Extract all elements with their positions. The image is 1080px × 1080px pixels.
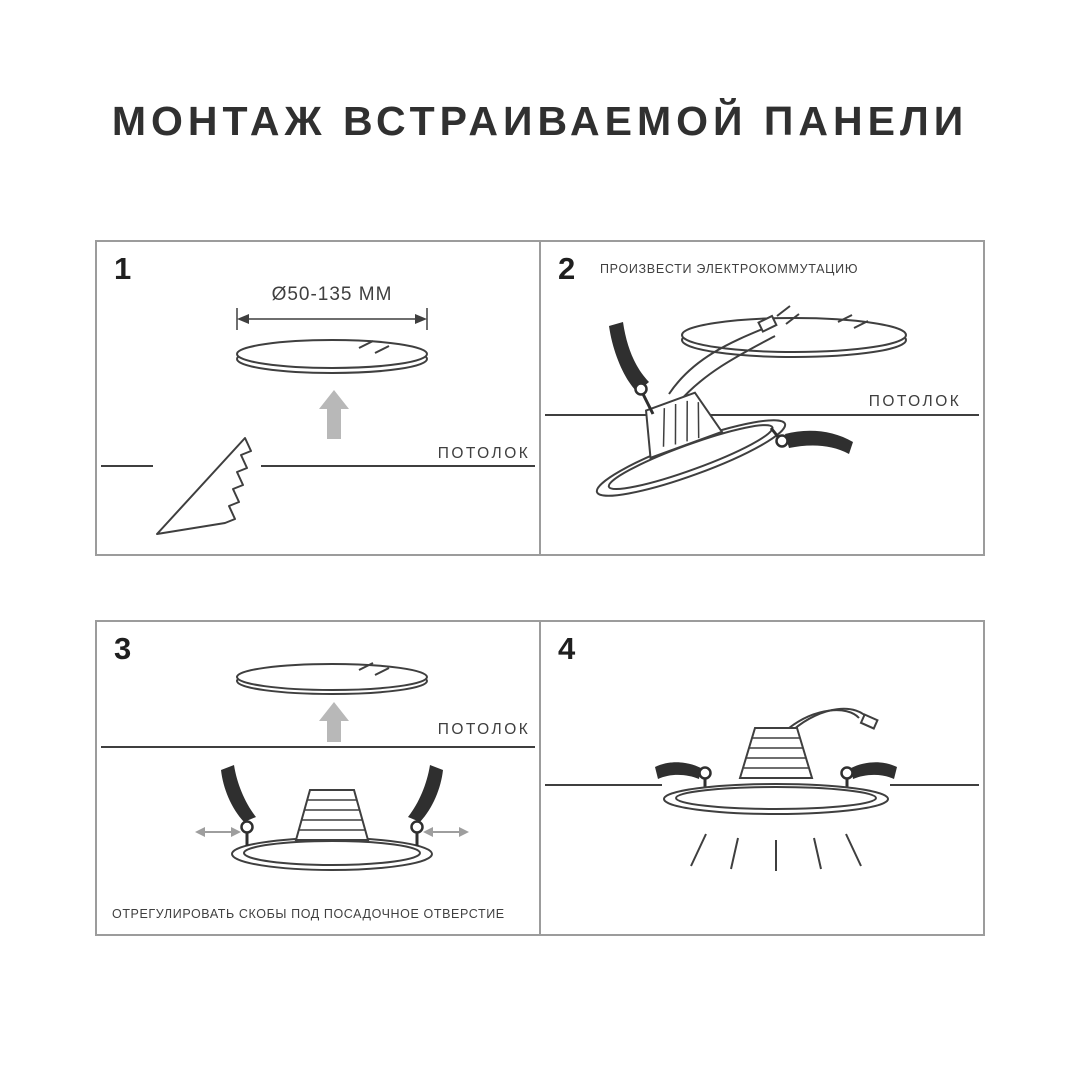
diameter-dimension-label: Ø50-135 ММ <box>272 284 393 305</box>
step-1-number: 1 <box>114 251 132 286</box>
step-4-number: 4 <box>558 631 576 666</box>
spring-clip-right <box>769 427 853 454</box>
step-2-panel: 2 ПРОИЗВЕСТИ ЭЛЕКТРОКОММУТАЦИЮ ПОТОЛОК <box>539 240 985 556</box>
mounted-panel-top <box>681 314 907 358</box>
dimension-arrow <box>236 308 428 330</box>
flush-panel-flange <box>663 783 889 815</box>
spring-clip-left <box>221 765 256 846</box>
step-2-number: 2 <box>558 251 576 286</box>
led-panel-disc <box>236 662 428 695</box>
spring-clip-right <box>408 765 443 846</box>
wire-connector <box>757 314 778 333</box>
step-4-illustration <box>545 707 979 871</box>
wires <box>668 305 800 403</box>
up-arrow-icon <box>319 702 349 742</box>
light-rays <box>690 833 862 871</box>
spring-clip-left <box>655 762 712 788</box>
tilted-led-panel <box>595 391 787 497</box>
ceiling-label: ПОТОЛОК <box>438 721 531 738</box>
wire-connector <box>859 713 879 730</box>
driver-box <box>738 727 814 779</box>
step-3-caption: ОТРЕГУЛИРОВАТЬ СКОБЫ ПОД ПОСАДОЧНОЕ ОТВЕ… <box>112 907 505 921</box>
step-3-illustration: ПОТОЛОК <box>101 662 535 871</box>
spring-clip-left <box>609 322 655 415</box>
led-panel-disc <box>236 339 428 374</box>
step-2-caption: ПРОИЗВЕСТИ ЭЛЕКТРОКОММУТАЦИЮ <box>600 262 859 276</box>
step-1-illustration: Ø50-135 ММ ПОТОЛОК <box>101 284 535 535</box>
ceiling-label: ПОТОЛОК <box>869 393 962 410</box>
ceiling-label: ПОТОЛОК <box>438 445 531 462</box>
step-2-illustration: ПОТОЛОК <box>545 305 979 497</box>
wires <box>788 707 879 731</box>
page-title: МОНТАЖ ВСТРАИВАЕМОЙ ПАНЕЛИ <box>111 98 969 144</box>
adjust-arrow-left <box>195 827 241 837</box>
adjust-arrow-right <box>423 827 469 837</box>
step-3-number: 3 <box>114 631 132 666</box>
step-1-panel: 1 Ø50-135 ММ ПОТОЛОК <box>95 240 541 556</box>
step-3-panel: 3 ОТРЕГУЛИРОВАТЬ СКОБЫ ПОД ПОСАДОЧНОЕ ОТ… <box>95 620 541 936</box>
up-arrow-icon <box>319 390 349 439</box>
spring-clip-right <box>840 762 897 788</box>
panel-body <box>231 789 433 871</box>
step-4-panel: 4 <box>539 620 985 936</box>
ceiling-cutout-flap <box>156 437 252 535</box>
